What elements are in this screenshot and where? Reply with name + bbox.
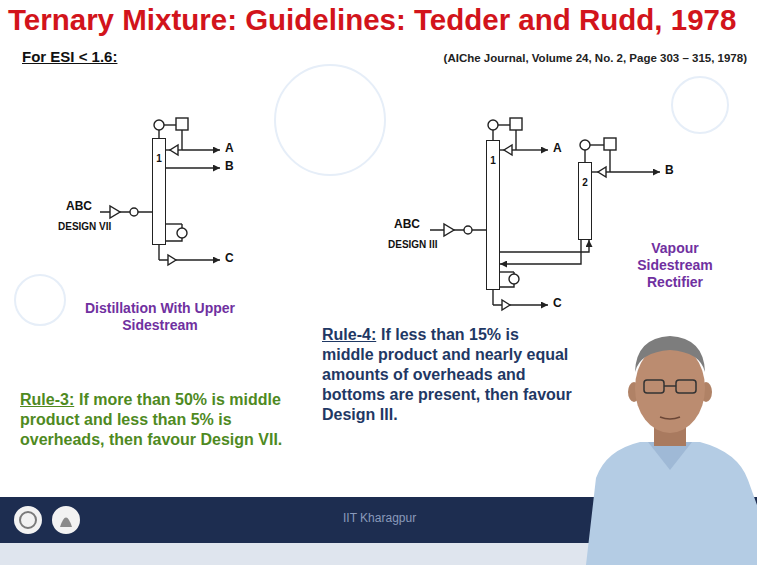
reflux-drum <box>604 138 616 150</box>
product-label: C <box>553 297 562 311</box>
presenter-hair <box>635 336 705 372</box>
column-number: 2 <box>582 177 588 188</box>
distillation-column: 2 <box>578 162 592 240</box>
valve-symbol <box>130 208 138 216</box>
feed-line <box>100 211 152 212</box>
pump-symbol <box>444 224 454 236</box>
stream-connector <box>500 240 589 252</box>
stream-connector <box>500 240 581 264</box>
column-number: 1 <box>156 153 162 164</box>
presenter-mouth <box>660 417 680 419</box>
logo-detail <box>20 512 36 528</box>
pump-symbol <box>598 167 606 177</box>
design-label: DESIGN III <box>388 239 437 251</box>
distillation-column: 1 <box>486 140 500 290</box>
product-line <box>493 304 548 305</box>
product-line <box>610 171 660 172</box>
logo-detail <box>60 518 72 528</box>
condensate-line <box>164 124 176 125</box>
reflux-line <box>181 130 182 150</box>
product-line <box>182 149 220 150</box>
product-label: A <box>553 142 562 156</box>
reflux-drum <box>176 118 188 130</box>
bottoms-line <box>158 245 159 260</box>
presenter-shirt <box>586 442 757 565</box>
product-label: A <box>225 142 234 156</box>
reboiler-symbol <box>509 274 519 284</box>
condition-heading: For ESI < 1.6: <box>22 48 117 65</box>
background-pattern <box>275 65 385 175</box>
column-number: 1 <box>490 155 496 166</box>
condenser-symbol <box>580 140 590 150</box>
design-caption: Vapour Sidestream Rectifier <box>620 240 730 290</box>
design-label: DESIGN VII <box>58 221 111 233</box>
citation: (AIChe Journal, Volume 24, No. 2, Page 3… <box>444 52 747 65</box>
bottoms-line <box>492 290 493 305</box>
logo <box>14 506 42 534</box>
vapour-line <box>584 150 585 162</box>
vapour-line <box>158 130 159 138</box>
logo <box>52 506 80 534</box>
condensate-line <box>498 124 510 125</box>
reboiler-line <box>166 223 182 224</box>
reboiler-line <box>500 284 514 287</box>
feed-label: ABC <box>66 200 92 214</box>
pump-symbol <box>168 255 176 265</box>
rule-number: Rule-3: <box>20 391 74 408</box>
product-label: B <box>225 160 234 174</box>
rule-number: Rule-4: <box>322 326 376 343</box>
watermark: IIT Kharagpur <box>343 512 416 526</box>
reflux-line <box>515 130 516 150</box>
condensate-line <box>590 144 604 145</box>
background-pattern <box>672 77 728 133</box>
reboiler-line <box>166 238 182 241</box>
pump-symbol <box>110 206 120 218</box>
product-label: C <box>225 252 234 266</box>
valve-symbol <box>464 226 472 234</box>
condenser-symbol <box>154 120 164 130</box>
presenter-glasses <box>664 385 676 387</box>
pump-symbol <box>170 145 178 155</box>
slide-title: Ternary Mixture: Guidelines: Tedder and … <box>8 3 736 37</box>
rule-paragraph: Rule-3:If more than 50% is middle produc… <box>20 390 312 450</box>
design-caption: Distillation With Upper Sidestream <box>75 300 245 334</box>
pump-symbol <box>504 145 512 155</box>
sidestream-line <box>166 167 220 168</box>
reflux-line <box>609 150 610 172</box>
product-line <box>516 149 548 150</box>
reboiler-line <box>500 271 514 272</box>
distillation-column: 1 <box>152 138 166 245</box>
reboiler-symbol <box>177 228 187 238</box>
presenter-glasses <box>644 380 664 393</box>
pump-symbol <box>502 300 510 310</box>
background-pattern <box>15 275 65 325</box>
feed-line <box>430 229 486 230</box>
feed-label: ABC <box>394 218 420 232</box>
vapour-line <box>492 130 493 140</box>
presenter-collar <box>648 442 692 470</box>
product-label: B <box>665 164 674 178</box>
rule-paragraph: Rule-4:If less than 15% is middle produc… <box>322 325 574 425</box>
presenter-glasses <box>676 380 696 393</box>
reflux-drum <box>510 118 522 130</box>
condenser-symbol <box>488 120 498 130</box>
